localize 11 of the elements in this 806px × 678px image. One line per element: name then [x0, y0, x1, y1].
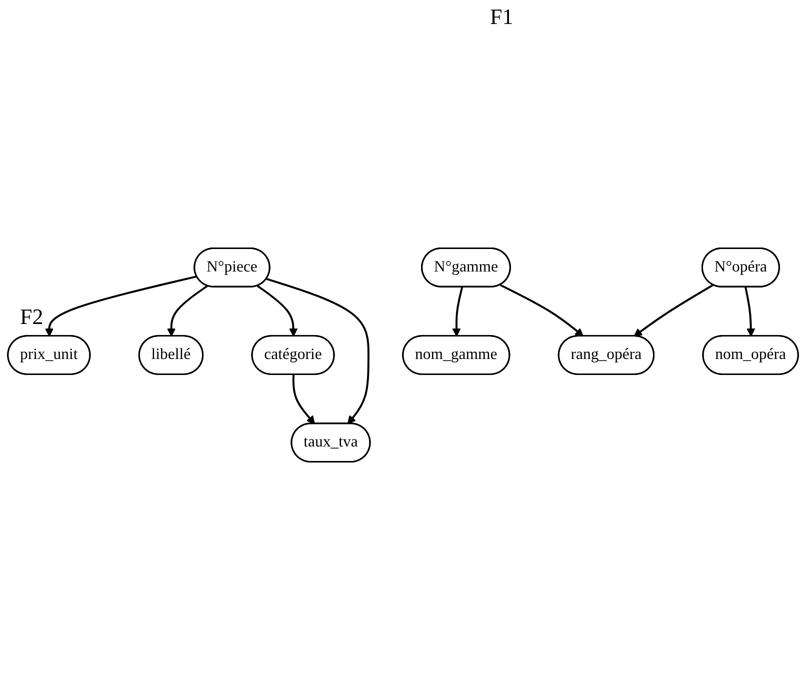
dependency-label: F1: [490, 4, 514, 30]
arrow: [256, 285, 298, 337]
arrow: [744, 286, 756, 337]
arrow: [292, 374, 316, 424]
arrow: [44, 275, 198, 337]
arrow: [452, 286, 464, 337]
arrow: [166, 285, 208, 337]
dependency-label: F2: [20, 304, 44, 330]
arrow: [266, 278, 370, 424]
arrow: [500, 284, 584, 337]
arrow: [634, 284, 714, 337]
